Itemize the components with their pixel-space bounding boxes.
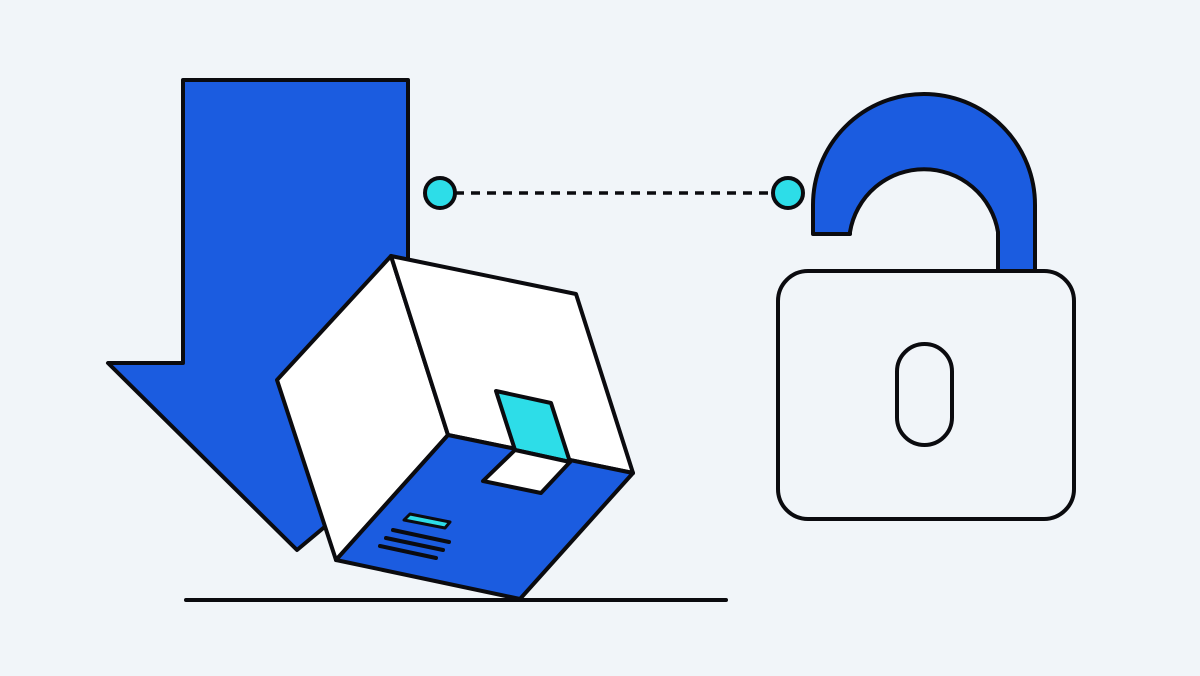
connector-left-node [423,176,457,210]
box-label-lines [378,528,451,560]
padlock-shackle [811,92,1037,274]
open-padlock-icon [776,92,1076,521]
dotted-connector [423,176,805,210]
box-tape-label [481,448,572,495]
padlock-keyhole [895,342,954,447]
package-box-icon [275,254,635,601]
connector-right-node [771,176,805,210]
box-shipping-label [402,512,452,530]
